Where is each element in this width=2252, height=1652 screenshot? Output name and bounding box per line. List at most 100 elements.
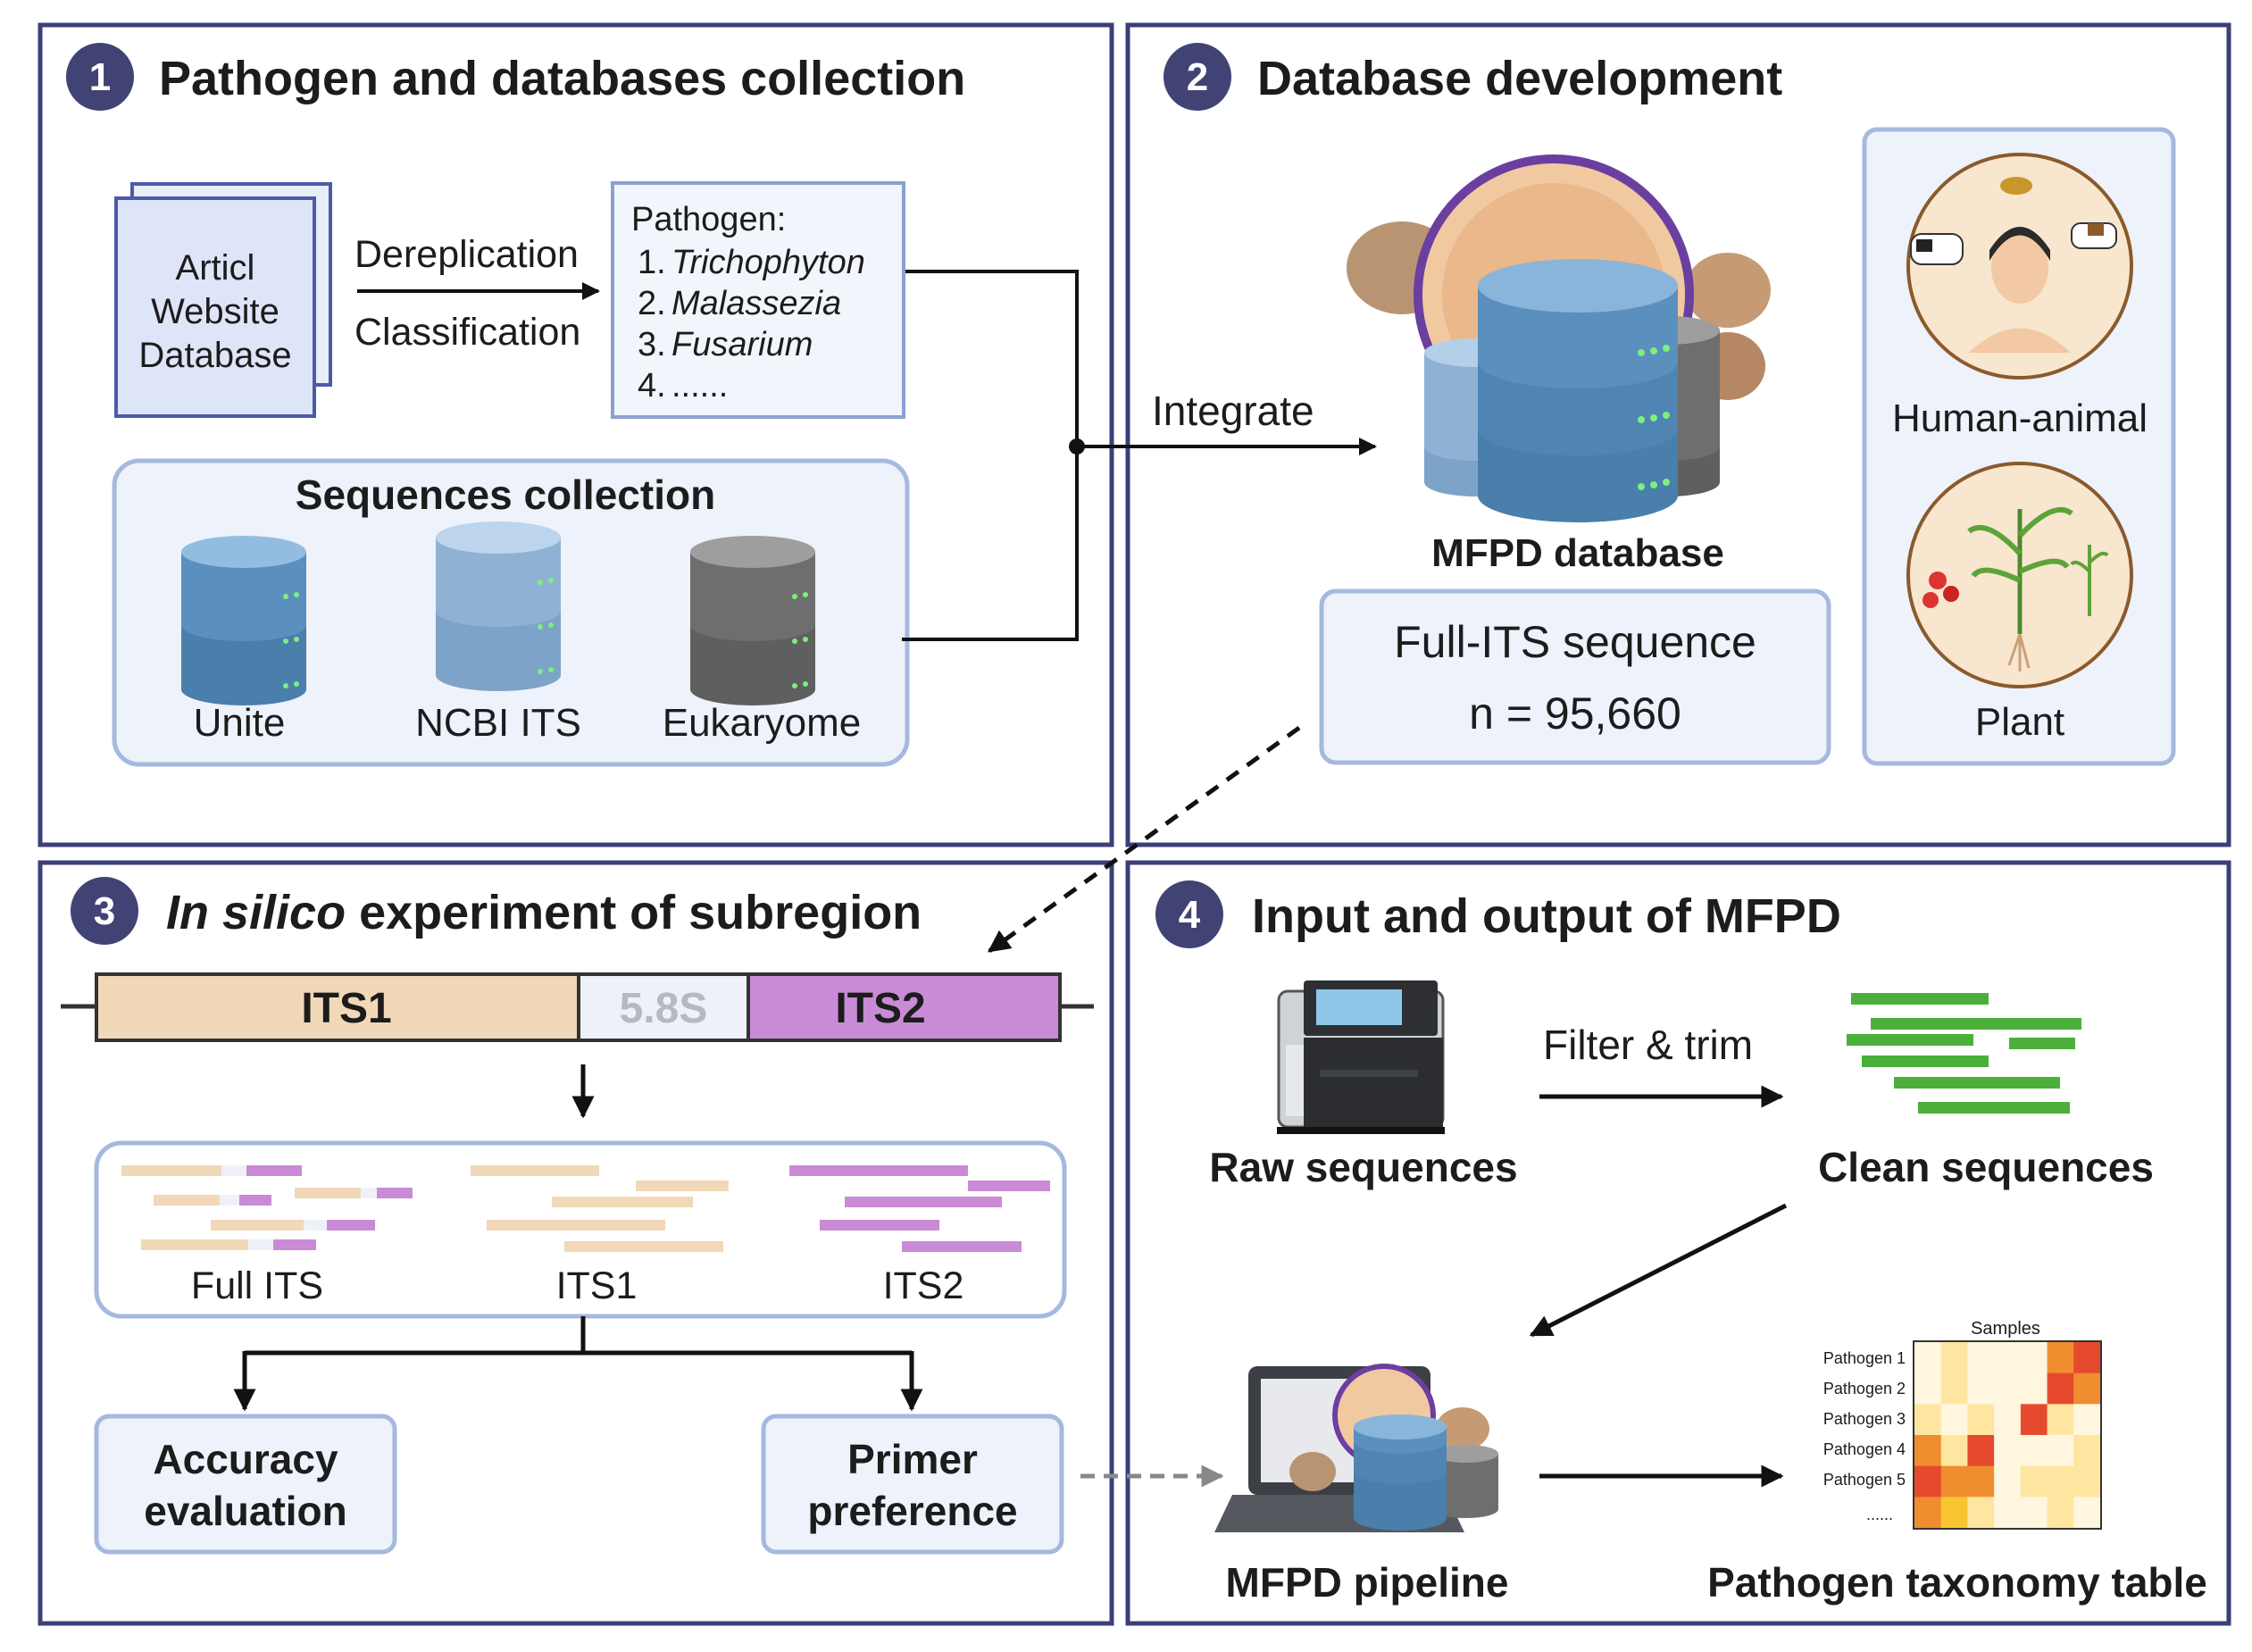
panel-2: 2 Database development Integrate — [1077, 43, 2176, 766]
source-line-1: Articl — [176, 248, 255, 288]
badge-1-number: 1 — [89, 55, 111, 99]
heatmap-cell — [2047, 1372, 2074, 1405]
full-its-line-2: n = 95,660 — [1469, 688, 1681, 738]
host-label-human-animal: Human-animal — [1892, 396, 2148, 440]
heatmap-cell — [1994, 1342, 2022, 1374]
sequences-collection-title: Sequences collection — [296, 471, 715, 518]
human-animal-icon — [1906, 153, 2133, 380]
heatmap-cell — [1914, 1465, 1942, 1498]
heatmap-cell — [2020, 1404, 2048, 1436]
heatmap-cell — [1967, 1342, 1995, 1374]
heatmap-frame — [1913, 1340, 2102, 1530]
pathogen-list-header: Pathogen: — [631, 201, 786, 238]
dereplication-label: Dereplication — [354, 233, 579, 276]
heatmap-cell — [2073, 1372, 2101, 1405]
taxonomy-heatmap: Samples Pathogen 1 Pathogen 2 Pathogen 3… — [1823, 1319, 2102, 1530]
heatmap-cell — [2047, 1465, 2074, 1498]
pathogen-name-4: ...... — [671, 367, 728, 405]
pathogen-num-2: 2. — [638, 285, 666, 322]
panel-3-title-italic: In silico — [166, 886, 346, 939]
heatmap-title: Samples — [1971, 1319, 2040, 1339]
accuracy-line-2: evaluation — [144, 1488, 347, 1534]
plant-icon — [1906, 462, 2133, 688]
db-label-unite: Unite — [194, 701, 286, 745]
accuracy-box — [94, 1414, 397, 1555]
heatmap-cell — [1967, 1435, 1995, 1467]
heatmap-cell — [2073, 1465, 2101, 1498]
panel-3-title: In silico experiment of subregion — [166, 886, 922, 939]
its1-label: ITS1 — [301, 985, 391, 1032]
heatmap-cell — [1940, 1465, 1968, 1498]
heatmap-cell — [1994, 1404, 2022, 1436]
heatmap-cell — [1994, 1465, 2022, 1498]
heatmap-cell — [1914, 1372, 1942, 1405]
dashed-arrow-to-subregion — [987, 725, 1301, 954]
branch-connector — [245, 1316, 586, 1356]
heatmap-cell — [1940, 1372, 1968, 1405]
badge-3 — [71, 877, 138, 945]
heatmap-cell — [1994, 1497, 2022, 1529]
panel-3: 3 In silico experiment of subregion ITS1… — [61, 877, 1094, 1555]
heatmap-cell — [2073, 1342, 2101, 1374]
heatmap-cell — [1914, 1435, 1942, 1467]
pipeline-laptop-icon — [1214, 1364, 1498, 1532]
heatmap-row-4: Pathogen 4 — [1823, 1440, 1906, 1458]
heatmap-cell — [1914, 1342, 1942, 1374]
integrate-label: Integrate — [1152, 388, 1314, 434]
its2-segment — [746, 972, 1062, 1042]
heatmap-cell — [1994, 1372, 2022, 1405]
pathogen-list-box — [611, 181, 905, 419]
its1-segment — [95, 972, 580, 1042]
panel-3-frame — [38, 860, 1114, 1626]
panel-1: 1 Pathogen and databases collection Arti… — [66, 43, 1085, 767]
full-its-reads — [121, 1165, 413, 1250]
heatmap-cell — [2047, 1342, 2074, 1374]
source-line-3: Database — [138, 336, 291, 375]
reads-label-its1: ITS1 — [556, 1264, 638, 1307]
pipeline-label: MFPD pipeline — [1226, 1559, 1509, 1606]
heatmap-cell — [1940, 1342, 1968, 1374]
heatmap-cell — [2047, 1497, 2074, 1529]
heatmap-cell — [1967, 1372, 1995, 1405]
primer-line-1: Primer — [847, 1436, 978, 1482]
pathogen-num-3: 3. — [638, 326, 666, 363]
raw-sequences-label: Raw sequences — [1209, 1144, 1517, 1190]
clean-sequences-label: Clean sequences — [1818, 1144, 2154, 1190]
badge-1 — [66, 43, 134, 111]
heatmap-cell — [1940, 1497, 1968, 1529]
panel-3-title-rest: experiment of subregion — [346, 886, 922, 939]
filter-trim-label: Filter & trim — [1543, 1022, 1753, 1068]
heatmap-cell — [2020, 1497, 2048, 1529]
heatmap-row-5: Pathogen 5 — [1823, 1471, 1906, 1489]
accuracy-line-1: Accuracy — [153, 1436, 338, 1482]
clean-to-pipeline-arrow — [1529, 1203, 1788, 1338]
mfpd-database-icon — [1347, 154, 1771, 522]
reads-label-its2: ITS2 — [883, 1264, 964, 1307]
heatmap-cell — [1914, 1497, 1942, 1529]
panel-1-title: Pathogen and databases collection — [159, 52, 965, 105]
unite-db-icon — [181, 536, 306, 705]
db-label-eukaryome: Eukaryome — [663, 701, 862, 745]
heatmap-cell — [2073, 1497, 2101, 1529]
heatmap-cell — [2073, 1435, 2101, 1467]
heatmap-cell — [1967, 1497, 1995, 1529]
pathogen-num-4: 4. — [638, 367, 666, 405]
pathogen-num-1: 1. — [638, 244, 666, 281]
heatmap-row-1: Pathogen 1 — [1823, 1349, 1906, 1367]
badge-4-number: 4 — [1179, 893, 1201, 937]
primer-line-2: preference — [807, 1488, 1017, 1534]
badge-2-number: 2 — [1187, 55, 1208, 99]
its2-reads — [789, 1165, 1050, 1252]
heatmap-cell — [1967, 1404, 1995, 1436]
mfpd-database-label: MFPD database — [1431, 531, 1724, 575]
panel-4: 4 Input and output of MFPD Raw sequences… — [1155, 880, 2207, 1606]
heatmap-cell — [2073, 1404, 2101, 1436]
its2-label: ITS2 — [835, 985, 925, 1032]
eukaryome-db-icon — [690, 536, 815, 705]
its1-reads — [471, 1165, 729, 1252]
pathogen-name-1: Trichophyton — [671, 244, 865, 281]
heatmap-cell — [2047, 1404, 2074, 1436]
badge-3-number: 3 — [94, 889, 115, 933]
source-doc — [114, 196, 316, 418]
